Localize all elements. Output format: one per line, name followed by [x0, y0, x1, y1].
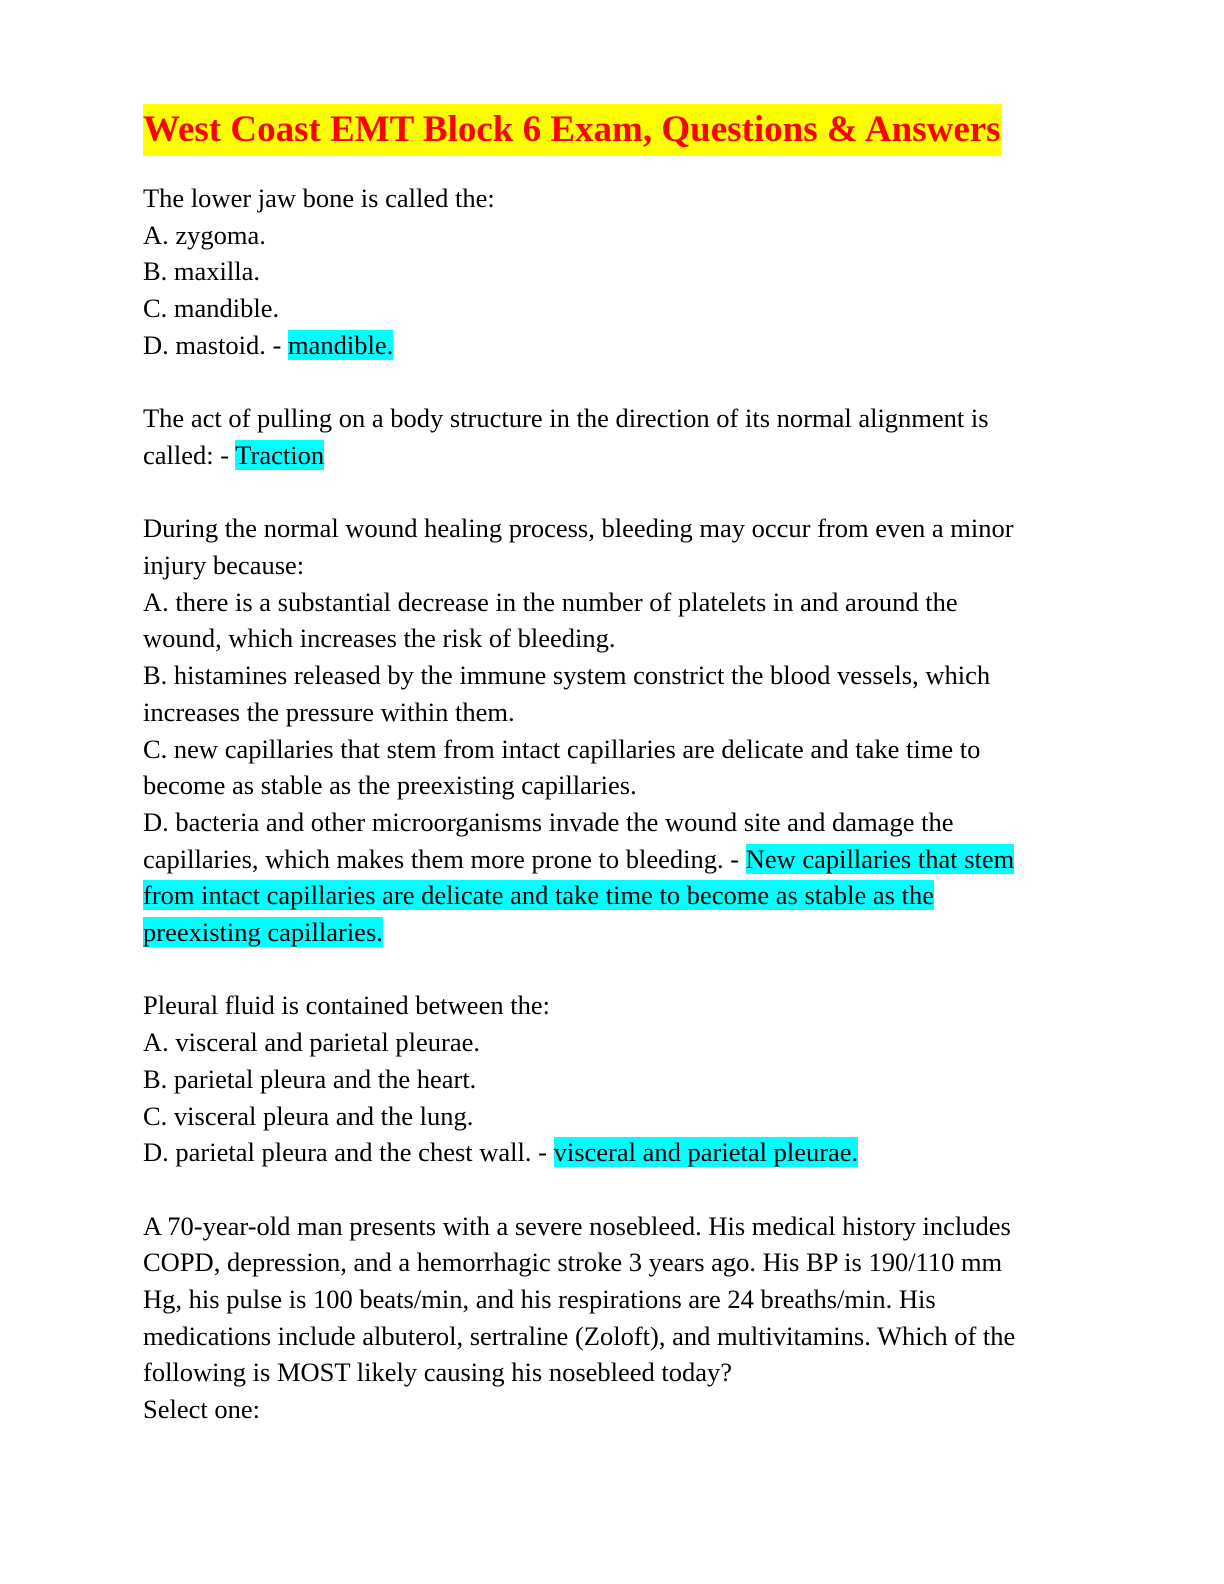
document-title: West Coast EMT Block 6 Exam, Questions &…	[143, 104, 1002, 156]
option-b: B. maxilla.	[143, 256, 261, 287]
option-c: C. new capillaries that stem from intact…	[143, 733, 981, 764]
question-line: Hg, his pulse is 100 beats/min, and his …	[143, 1284, 936, 1315]
highlighted-answer: New capillaries that stem	[745, 843, 1015, 874]
option-c-continued: become as stable as the preexisting capi…	[143, 770, 637, 801]
question-line: following is MOST likely causing his nos…	[143, 1357, 733, 1388]
answer-line: capillaries, which makes them more prone…	[143, 841, 1073, 878]
highlighted-answer: Traction	[235, 439, 325, 470]
question-line: injury because:	[143, 550, 305, 580]
highlighted-answer: from intact capillaries are delicate and…	[143, 880, 934, 911]
answer-line-continued: from intact capillaries are delicate and…	[143, 877, 1073, 914]
question-block-2: The act of pulling on a body structure i…	[143, 400, 1073, 473]
question-line: medications include albuterol, sertralin…	[143, 1320, 1016, 1351]
highlighted-answer: preexisting capillaries.	[143, 917, 383, 948]
option-c: C. visceral pleura and the lung.	[143, 1100, 474, 1131]
option-a: A. visceral and parietal pleurae.	[143, 1027, 480, 1058]
question-line: A 70-year-old man presents with a severe…	[143, 1210, 1011, 1241]
option-c: C. mandible.	[143, 293, 280, 324]
answer-line: called: - Traction	[143, 437, 1073, 474]
highlighted-answer: mandible.	[288, 329, 394, 360]
option-a: A. zygoma.	[143, 219, 266, 250]
option-d: D. bacteria and other microorganisms inv…	[143, 806, 954, 837]
question-line: During the normal wound healing process,…	[143, 513, 1014, 544]
question-block-5: A 70-year-old man presents with a severe…	[143, 1208, 1073, 1428]
select-one-label: Select one:	[143, 1394, 260, 1425]
question-line-end: called: -	[143, 439, 236, 470]
option-b-continued: increases the pressure within them.	[143, 696, 515, 727]
option-a-continued: wound, which increases the risk of bleed…	[143, 623, 616, 654]
highlighted-answer: visceral and parietal pleurae.	[553, 1137, 859, 1168]
question-block-3: During the normal wound healing process,…	[143, 510, 1073, 950]
option-d: D. mastoid. -	[143, 329, 288, 360]
question-line: Pleural fluid is contained between the:	[143, 990, 550, 1021]
option-a: A. there is a substantial decrease in th…	[143, 586, 958, 617]
question-block-4: Pleural fluid is contained between the: …	[143, 987, 1073, 1171]
document-content: West Coast EMT Block 6 Exam, Questions &…	[143, 104, 1073, 1428]
option-d-continued: capillaries, which makes them more prone…	[143, 843, 746, 874]
question-line: The lower jaw bone is called the:	[143, 183, 495, 213]
question-line: The act of pulling on a body structure i…	[143, 403, 989, 434]
answer-line-continued: preexisting capillaries.	[143, 914, 1073, 951]
answer-line: D. mastoid. - mandible.	[143, 327, 1073, 364]
option-b: B. histamines released by the immune sys…	[143, 660, 991, 691]
question-block-1: The lower jaw bone is called the: A. zyg…	[143, 180, 1073, 364]
option-d: D. parietal pleura and the chest wall. -	[143, 1137, 554, 1168]
answer-line: D. parietal pleura and the chest wall. -…	[143, 1134, 1073, 1171]
option-b: B. parietal pleura and the heart.	[143, 1063, 477, 1094]
question-line: COPD, depression, and a hemorrhagic stro…	[143, 1247, 1003, 1278]
